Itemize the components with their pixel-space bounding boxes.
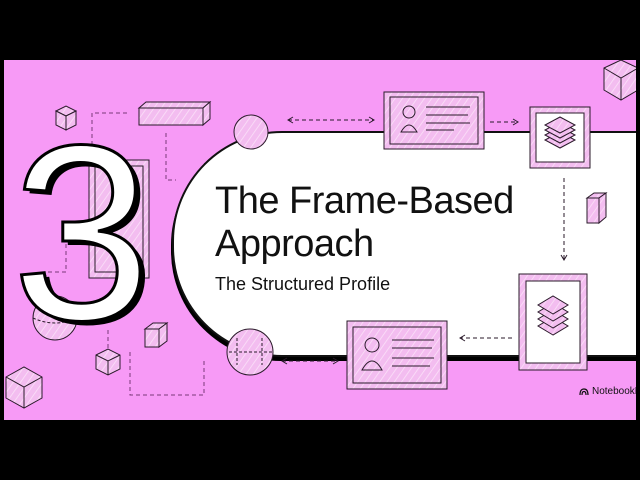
wireframe-cube-icon	[603, 60, 636, 101]
title-line-1: The Frame-Based	[215, 180, 514, 222]
cube-icon	[54, 105, 78, 131]
slide-subtitle: The Structured Profile	[215, 274, 391, 294]
wireframe-cube-icon	[95, 348, 121, 376]
profile-card-icon	[346, 320, 448, 390]
foreground-decorations	[226, 91, 608, 390]
stacked-layers-icon	[518, 273, 588, 371]
wireframe-cube-icon	[5, 366, 43, 409]
notebooklm-logo-icon	[579, 387, 589, 395]
rectangular-prism-icon	[137, 100, 212, 127]
sphere-icon	[226, 328, 274, 376]
title-line-2: Approach	[215, 223, 374, 265]
tall-frame-icon	[88, 159, 150, 279]
slide-title: The Frame-Based Approach	[215, 180, 514, 266]
sphere-icon	[32, 295, 78, 341]
svg-text:3: 3	[17, 100, 148, 350]
stacked-layers-icon	[529, 106, 591, 169]
brand-label: NotebookLM	[592, 386, 636, 397]
slide-number: 3 3	[11, 100, 149, 350]
sphere-icon	[233, 114, 269, 150]
svg-text:3: 3	[12, 100, 148, 350]
cube-icon	[143, 322, 169, 348]
cube-icon	[585, 192, 608, 225]
brand-watermark: NotebookLM	[579, 386, 636, 397]
profile-card-icon	[383, 91, 485, 150]
slide-canvas: 3 3 The Frame-Based Approach The Structu…	[4, 60, 636, 420]
background-decorations	[5, 60, 636, 409]
